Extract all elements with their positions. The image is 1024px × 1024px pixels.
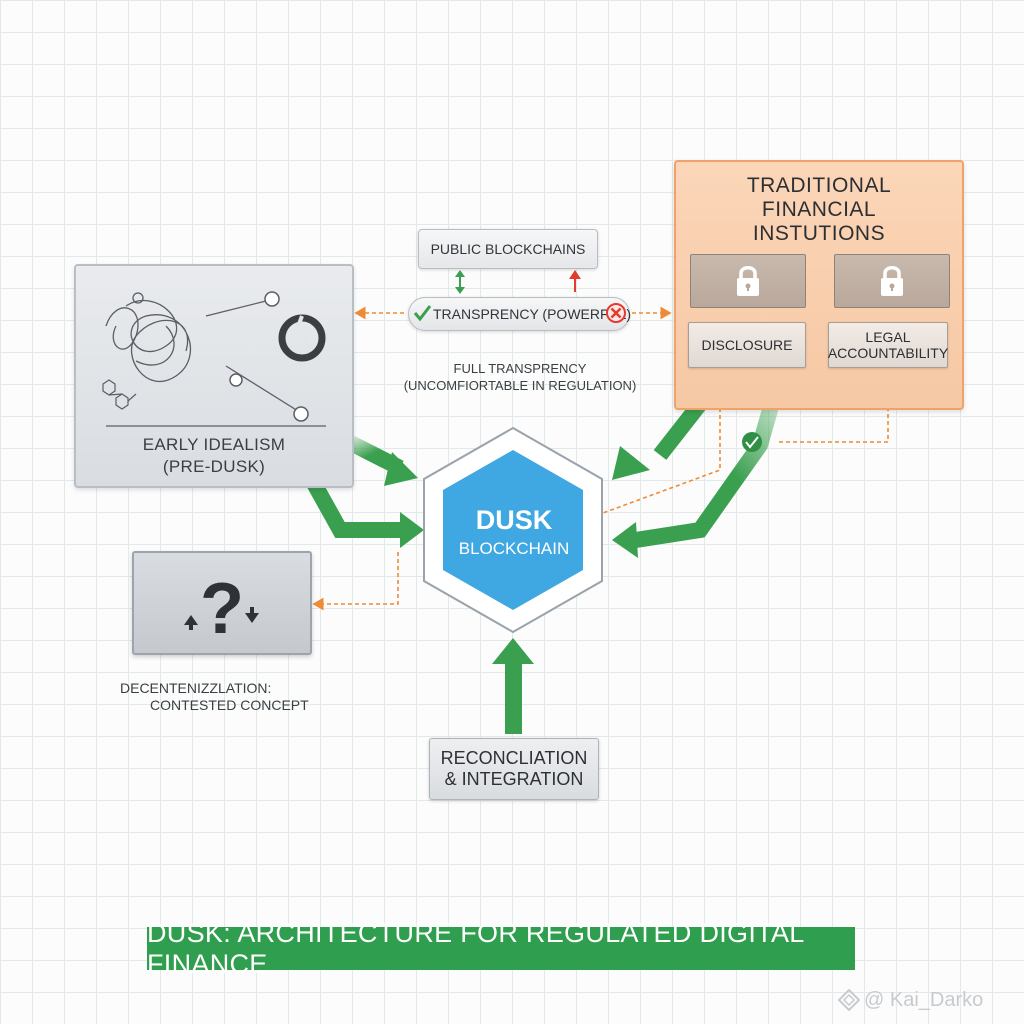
dusk-subtitle: BLOCKCHAIN [458,539,570,558]
early-idealism-line2: (PRE-DUSK) [162,457,266,476]
legal-line2: ACCOUNTABILITY [827,345,949,361]
check-badge [742,432,762,452]
legal-line1: LEGAL [865,329,911,345]
lock-box-left [690,254,806,308]
legal-accountability-box: LEGAL ACCOUNTABILITY [828,322,948,368]
decentralization-line1: DECENTENIZZLATION: [120,680,272,696]
banner-text: DUSK: ARCHITECTURE FOR REGULATED DIGITAL… [147,917,804,979]
reconciliation-line1: RECONCLIATION [440,748,588,768]
broken-circle-icon [278,314,326,362]
lock-icon [881,266,903,296]
full-transparency-line2: (UNCOMFIORTABLE IN REGULATION) [403,378,637,393]
updown-arrows [455,270,581,294]
watermark: @ Kai_Darko [838,986,1018,1014]
transparency-label: TRANSPRENCY (POWERFUL) [433,306,632,322]
tangled-network-icon [102,291,326,427]
decentralization-panel: ? [132,551,312,655]
lock-icon [737,266,759,296]
public-blockchains-label: PUBLIC BLOCKCHAINS [430,241,586,257]
traditional-title-line3: INSTUTIONS [752,222,886,245]
diamond-logo-icon [838,989,860,1011]
full-transparency-label: FULL TRANSPRENCY (UNCOMFIORTABLE IN REGU… [380,360,660,394]
svg-text:?: ? [200,569,244,649]
traditional-institutions-panel: TRADITIONAL FINANCIAL INSTUTIONS DISCLOS… [674,160,964,410]
traditional-institutions-title: TRADITIONAL FINANCIAL INSTUTIONS [676,174,962,246]
x-circle-icon [606,303,626,323]
reconciliation-box: RECONCLIATION & INTEGRATION [429,738,599,800]
early-idealism-line1: EARLY IDEALISM [142,435,286,454]
dusk-hexagon [423,426,603,634]
traditional-title-line1: TRADITIONAL [746,174,892,197]
watermark-text: @ Kai_Darko [864,988,984,1011]
decentralization-line2: CONTESTED CONCEPT [150,697,309,713]
full-transparency-line1: FULL TRANSPRENCY [453,361,587,376]
reconciliation-line2: & INTEGRATION [444,769,584,789]
public-blockchains-box: PUBLIC BLOCKCHAINS [418,229,598,269]
disclosure-label: DISCLOSURE [701,337,793,353]
early-idealism-label: EARLY IDEALISM (PRE-DUSK) [76,434,352,478]
traditional-title-line2: FINANCIAL [761,198,877,221]
early-idealism-panel: EARLY IDEALISM (PRE-DUSK) [74,264,354,488]
disclosure-box: DISCLOSURE [688,322,806,368]
dusk-title: DUSK [475,505,553,535]
title-banner: DUSK: ARCHITECTURE FOR REGULATED DIGITAL… [147,918,855,979]
lock-box-right [834,254,950,308]
question-mark-icon: ? [184,569,259,649]
decentralization-label: DECENTENIZZLATION: CONTESTED CONCEPT [120,680,320,714]
transparency-pill: TRANSPRENCY (POWERFUL) [408,297,632,331]
check-icon [413,305,432,322]
